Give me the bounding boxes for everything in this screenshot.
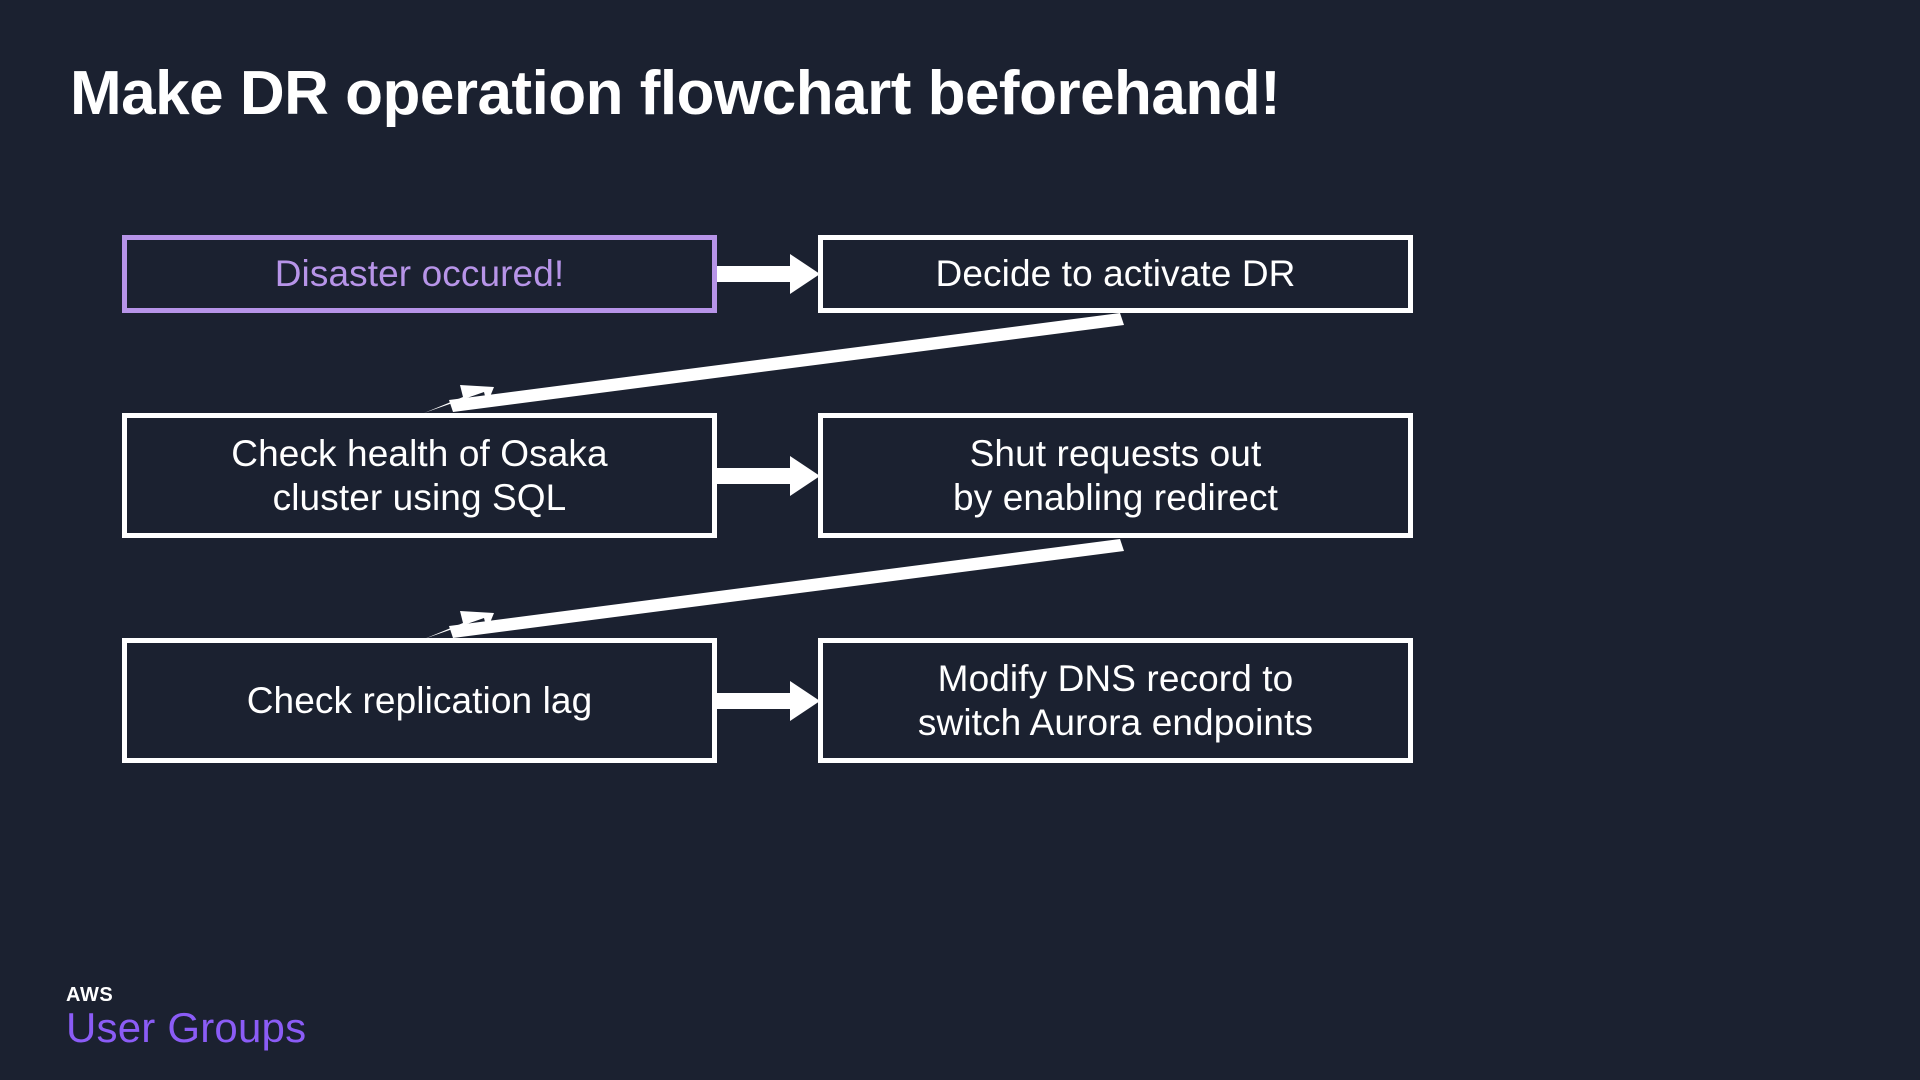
arrow-check-lag-to-modify-dns <box>717 681 820 721</box>
page-title: Make DR operation flowchart beforehand! <box>70 59 1281 128</box>
flow-node-label: Modify DNS record to switch Aurora endpo… <box>917 657 1314 743</box>
flow-node-disaster-occured[interactable]: Disaster occured! <box>122 235 717 313</box>
arrow-decide-to-check-health <box>424 313 1124 413</box>
user-groups-wordmark: User Groups <box>66 1004 307 1051</box>
arrow-disaster-to-decide <box>717 254 820 294</box>
flow-node-label: Decide to activate DR <box>935 253 1296 295</box>
flow-node-check-health-of-osaka-cluster[interactable]: Check health of Osaka cluster using SQL <box>122 413 717 538</box>
arrow-shut-requests-to-check-lag <box>424 539 1124 639</box>
flow-node-modify-dns-record[interactable]: Modify DNS record to switch Aurora endpo… <box>818 638 1413 763</box>
aws-user-groups-logo: AWS User Groups <box>66 985 306 1049</box>
flow-node-label: Disaster occured! <box>274 253 565 295</box>
flow-node-shut-requests-out[interactable]: Shut requests out by enabling redirect <box>818 413 1413 538</box>
aws-wordmark: AWS <box>66 984 114 1006</box>
flow-node-label: Check replication lag <box>246 679 593 721</box>
flow-node-decide-to-activate-dr[interactable]: Decide to activate DR <box>818 235 1413 313</box>
arrow-check-health-to-shut-requests <box>717 456 820 496</box>
flow-node-label: Check health of Osaka cluster using SQL <box>231 432 608 518</box>
flow-node-label: Shut requests out by enabling redirect <box>953 432 1278 518</box>
flow-node-check-replication-lag[interactable]: Check replication lag <box>122 638 717 763</box>
